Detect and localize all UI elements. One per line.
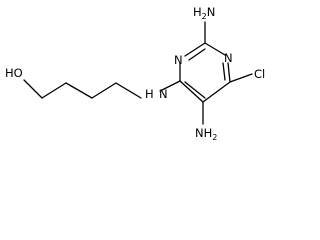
ring-n-label: N (224, 51, 233, 65)
ring-bond (202, 81, 231, 103)
ring-bond (227, 62, 231, 83)
ring-bond (179, 80, 204, 103)
nh-n-label: N (159, 87, 168, 101)
ring-n-label: N (174, 53, 183, 67)
chain-bond (41, 82, 67, 99)
molecule-drawing: H2N N N Cl NH2 N H HO (5, 5, 265, 142)
ring-bond (204, 42, 226, 56)
nh-bond (159, 80, 181, 92)
ring-bond (222, 62, 226, 81)
ring-bond (184, 81, 206, 99)
chain-bond (115, 82, 142, 99)
structure-canvas: H2N N N Cl NH2 N H HO (5, 5, 266, 142)
amine-top-label: H2N (193, 5, 215, 21)
nh-h-label: H (145, 87, 154, 101)
chloro-bond (229, 73, 253, 83)
chain-bond (91, 82, 117, 99)
amine-bottom-label: NH2 (195, 126, 217, 142)
hydroxyl-label: HO (5, 66, 23, 80)
ring-bond (188, 48, 206, 61)
chloro-label: Cl (254, 67, 265, 81)
chain-bond (23, 79, 43, 99)
chain-bond (65, 82, 93, 99)
ring-bond (184, 42, 206, 57)
